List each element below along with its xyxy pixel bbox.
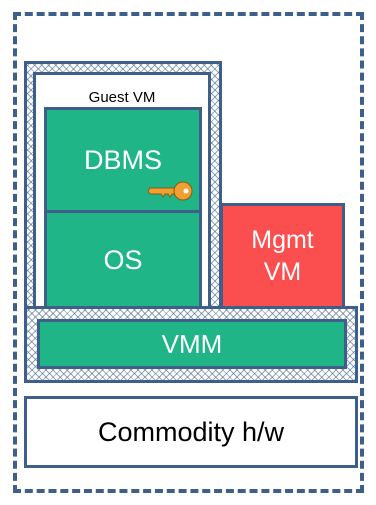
mgmt-vm-label-line2: VM (263, 257, 302, 286)
dbms-label: DBMS (83, 145, 162, 175)
vmm-box: VMM (37, 319, 347, 369)
mgmt-vm-label-line1: Mgmt (251, 226, 314, 255)
commodity-hardware-label: Commodity h/w (97, 416, 285, 447)
key-icon (147, 181, 193, 201)
guest-vm-label: Guest VM (88, 89, 156, 106)
os-label: OS (103, 245, 143, 275)
commodity-hardware-box: Commodity h/w (24, 396, 358, 468)
os-box: OS (44, 210, 202, 311)
vmm-label: VMM (161, 328, 223, 359)
outer-dashed-boundary (13, 12, 364, 493)
dbms-box: DBMS (44, 107, 202, 214)
mgmt-vm-box: Mgmt VM (220, 203, 345, 310)
